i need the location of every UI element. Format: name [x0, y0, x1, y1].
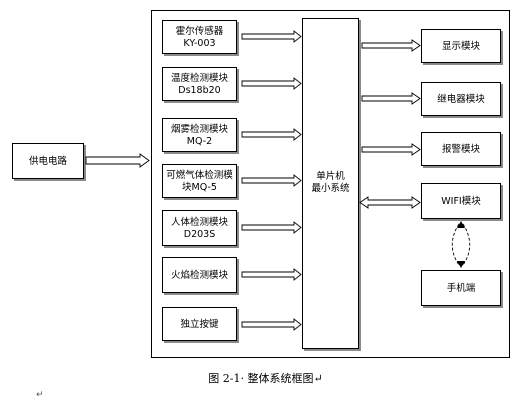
mcu-line2: 最小系统 — [311, 183, 350, 194]
paragraph-mark: ↵ — [36, 390, 44, 400]
sensor-human: 人体检测模块 D203S — [162, 210, 237, 246]
sensor-temperature-model: Ds18b20 — [178, 85, 221, 96]
wifi-module: WIFI模块 — [421, 183, 501, 219]
sensor-hall-name: 霍尔传感器 — [175, 26, 224, 37]
wifi-module-label: WIFI模块 — [441, 196, 481, 207]
sensor-gas-model: 块MQ-5 — [182, 182, 217, 193]
alarm-module: 报警模块 — [421, 132, 501, 166]
key-button-name: 独立按键 — [180, 319, 219, 330]
sensor-temperature: 温度检测模块 Ds18b20 — [162, 67, 237, 101]
sensor-smoke-name: 烟雾检测模块 — [170, 124, 228, 135]
sensor-hall-model: KY-003 — [183, 38, 216, 49]
relay-module: 继电器模块 — [421, 82, 501, 116]
sensor-smoke: 烟雾检测模块 MQ-2 — [162, 118, 237, 152]
sensor-human-name: 人体检测模块 — [170, 217, 228, 228]
alarm-module-label: 报警模块 — [441, 144, 480, 155]
sensor-flame: 火焰检测模块 — [162, 257, 237, 293]
display-module-label: 显示模块 — [441, 41, 480, 52]
figure-caption: 图 2-1· 整体系统框图↵ — [208, 372, 323, 385]
sensor-temperature-name: 温度检测模块 — [170, 73, 228, 84]
sensor-gas: 可燃气体检测模 块MQ-5 — [162, 164, 237, 198]
sensor-smoke-model: MQ-2 — [186, 136, 213, 147]
sensor-gas-name: 可燃气体检测模 — [166, 170, 233, 181]
arrow-power-to-system — [85, 153, 150, 168]
phone-terminal: 手机端 — [421, 270, 501, 306]
relay-module-label: 继电器模块 — [437, 94, 485, 105]
mcu-line1: 单片机 — [316, 171, 345, 182]
phone-terminal-label: 手机端 — [446, 283, 476, 294]
display-module: 显示模块 — [421, 29, 501, 63]
power-supply-label: 供电电路 — [28, 156, 67, 167]
mcu-minimal-system: 单片机 最小系统 — [302, 18, 359, 349]
sensor-flame-name: 火焰检测模块 — [170, 270, 228, 281]
sensor-hall: 霍尔传感器 KY-003 — [162, 20, 237, 54]
power-supply: 供电电路 — [12, 143, 84, 179]
sensor-human-model: D203S — [183, 229, 216, 240]
system-frame — [151, 10, 510, 358]
key-button-module: 独立按键 — [162, 307, 237, 341]
